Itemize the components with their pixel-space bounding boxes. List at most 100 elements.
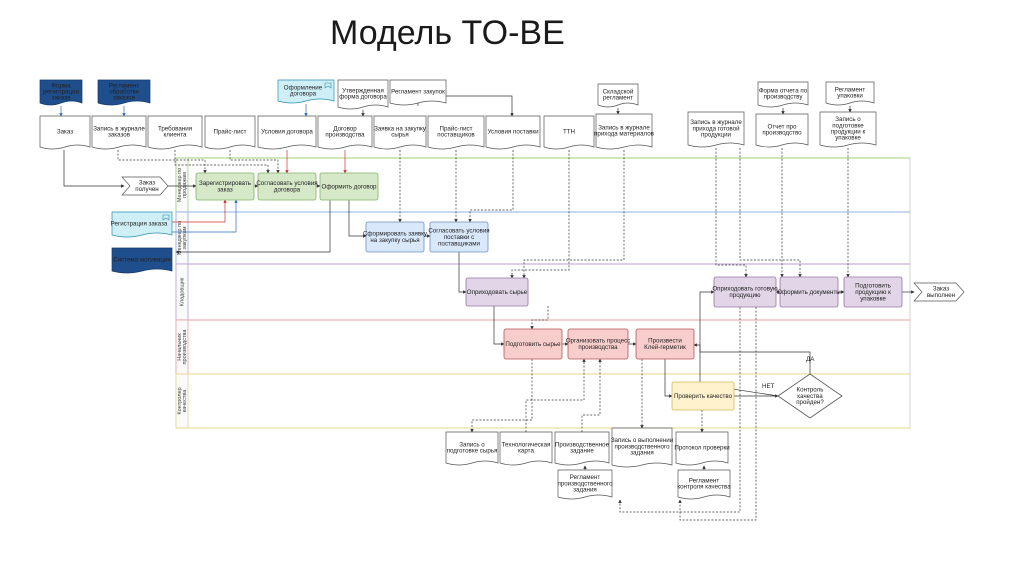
gateway-yes-label: ДА [806, 356, 815, 363]
connector [458, 252, 467, 294]
purchase-reg-doc[interactable]: Регламент закупок [389, 79, 447, 106]
node-label: Система мотивации [113, 256, 171, 263]
inspection-protocol-doc[interactable]: Протокол проверки [674, 431, 730, 466]
prepare-raw-task[interactable]: Подготовить сырье [503, 328, 563, 360]
check-quality-task[interactable]: Проверить качество [671, 381, 735, 411]
receive-raw-task[interactable]: Оприходовать сырье [465, 277, 529, 307]
data-flow [525, 358, 586, 432]
data-flow [468, 150, 514, 223]
data-flow [530, 306, 549, 330]
node-label: Прайс-лист [214, 128, 247, 135]
data-flow [470, 359, 533, 433]
data-flow [715, 148, 748, 278]
motivation-doc[interactable]: Система мотивации [111, 247, 173, 274]
node-label: Оприходовать сырье [467, 289, 528, 296]
supply-terms-doc[interactable]: Условия поставки [485, 115, 541, 150]
make-docs-task[interactable]: Оформить документы [777, 276, 841, 308]
data-flow [581, 358, 602, 432]
gateway-no-label: НЕТ [762, 383, 775, 390]
order-registration-doc[interactable]: Регистрация заказа [111, 211, 173, 238]
lane-label: Менеджер позакупкам [177, 221, 188, 255]
pricelist-doc[interactable]: Прайс-лист [204, 115, 256, 150]
page-title: Модель TO-BE [330, 14, 565, 52]
node-label: Подготовить сырье [505, 341, 561, 348]
lane-label: Кладовщик [180, 277, 186, 306]
order-doc[interactable]: Заказ [39, 115, 91, 150]
node-label: Протокол проверки [674, 444, 730, 451]
ttn-doc[interactable]: ТТН [543, 115, 595, 150]
connector [348, 200, 367, 238]
data-flow [229, 150, 280, 174]
connectors [59, 95, 915, 521]
draft-contract-task[interactable]: Оформить договор [319, 172, 379, 201]
node-label: Регистрация заказа [111, 220, 168, 227]
data-flow [739, 148, 802, 278]
contract-terms-doc[interactable]: Условия договора [257, 115, 317, 150]
node-label: Оформить договор [322, 183, 378, 190]
connector [150, 199, 238, 233]
connector [693, 343, 779, 397]
node-label: Регламент закупок [391, 88, 445, 95]
data-flow [678, 307, 757, 521]
bookmark-icon [162, 214, 170, 221]
node-label: Проверить качество [674, 393, 733, 400]
connector [664, 359, 673, 398]
